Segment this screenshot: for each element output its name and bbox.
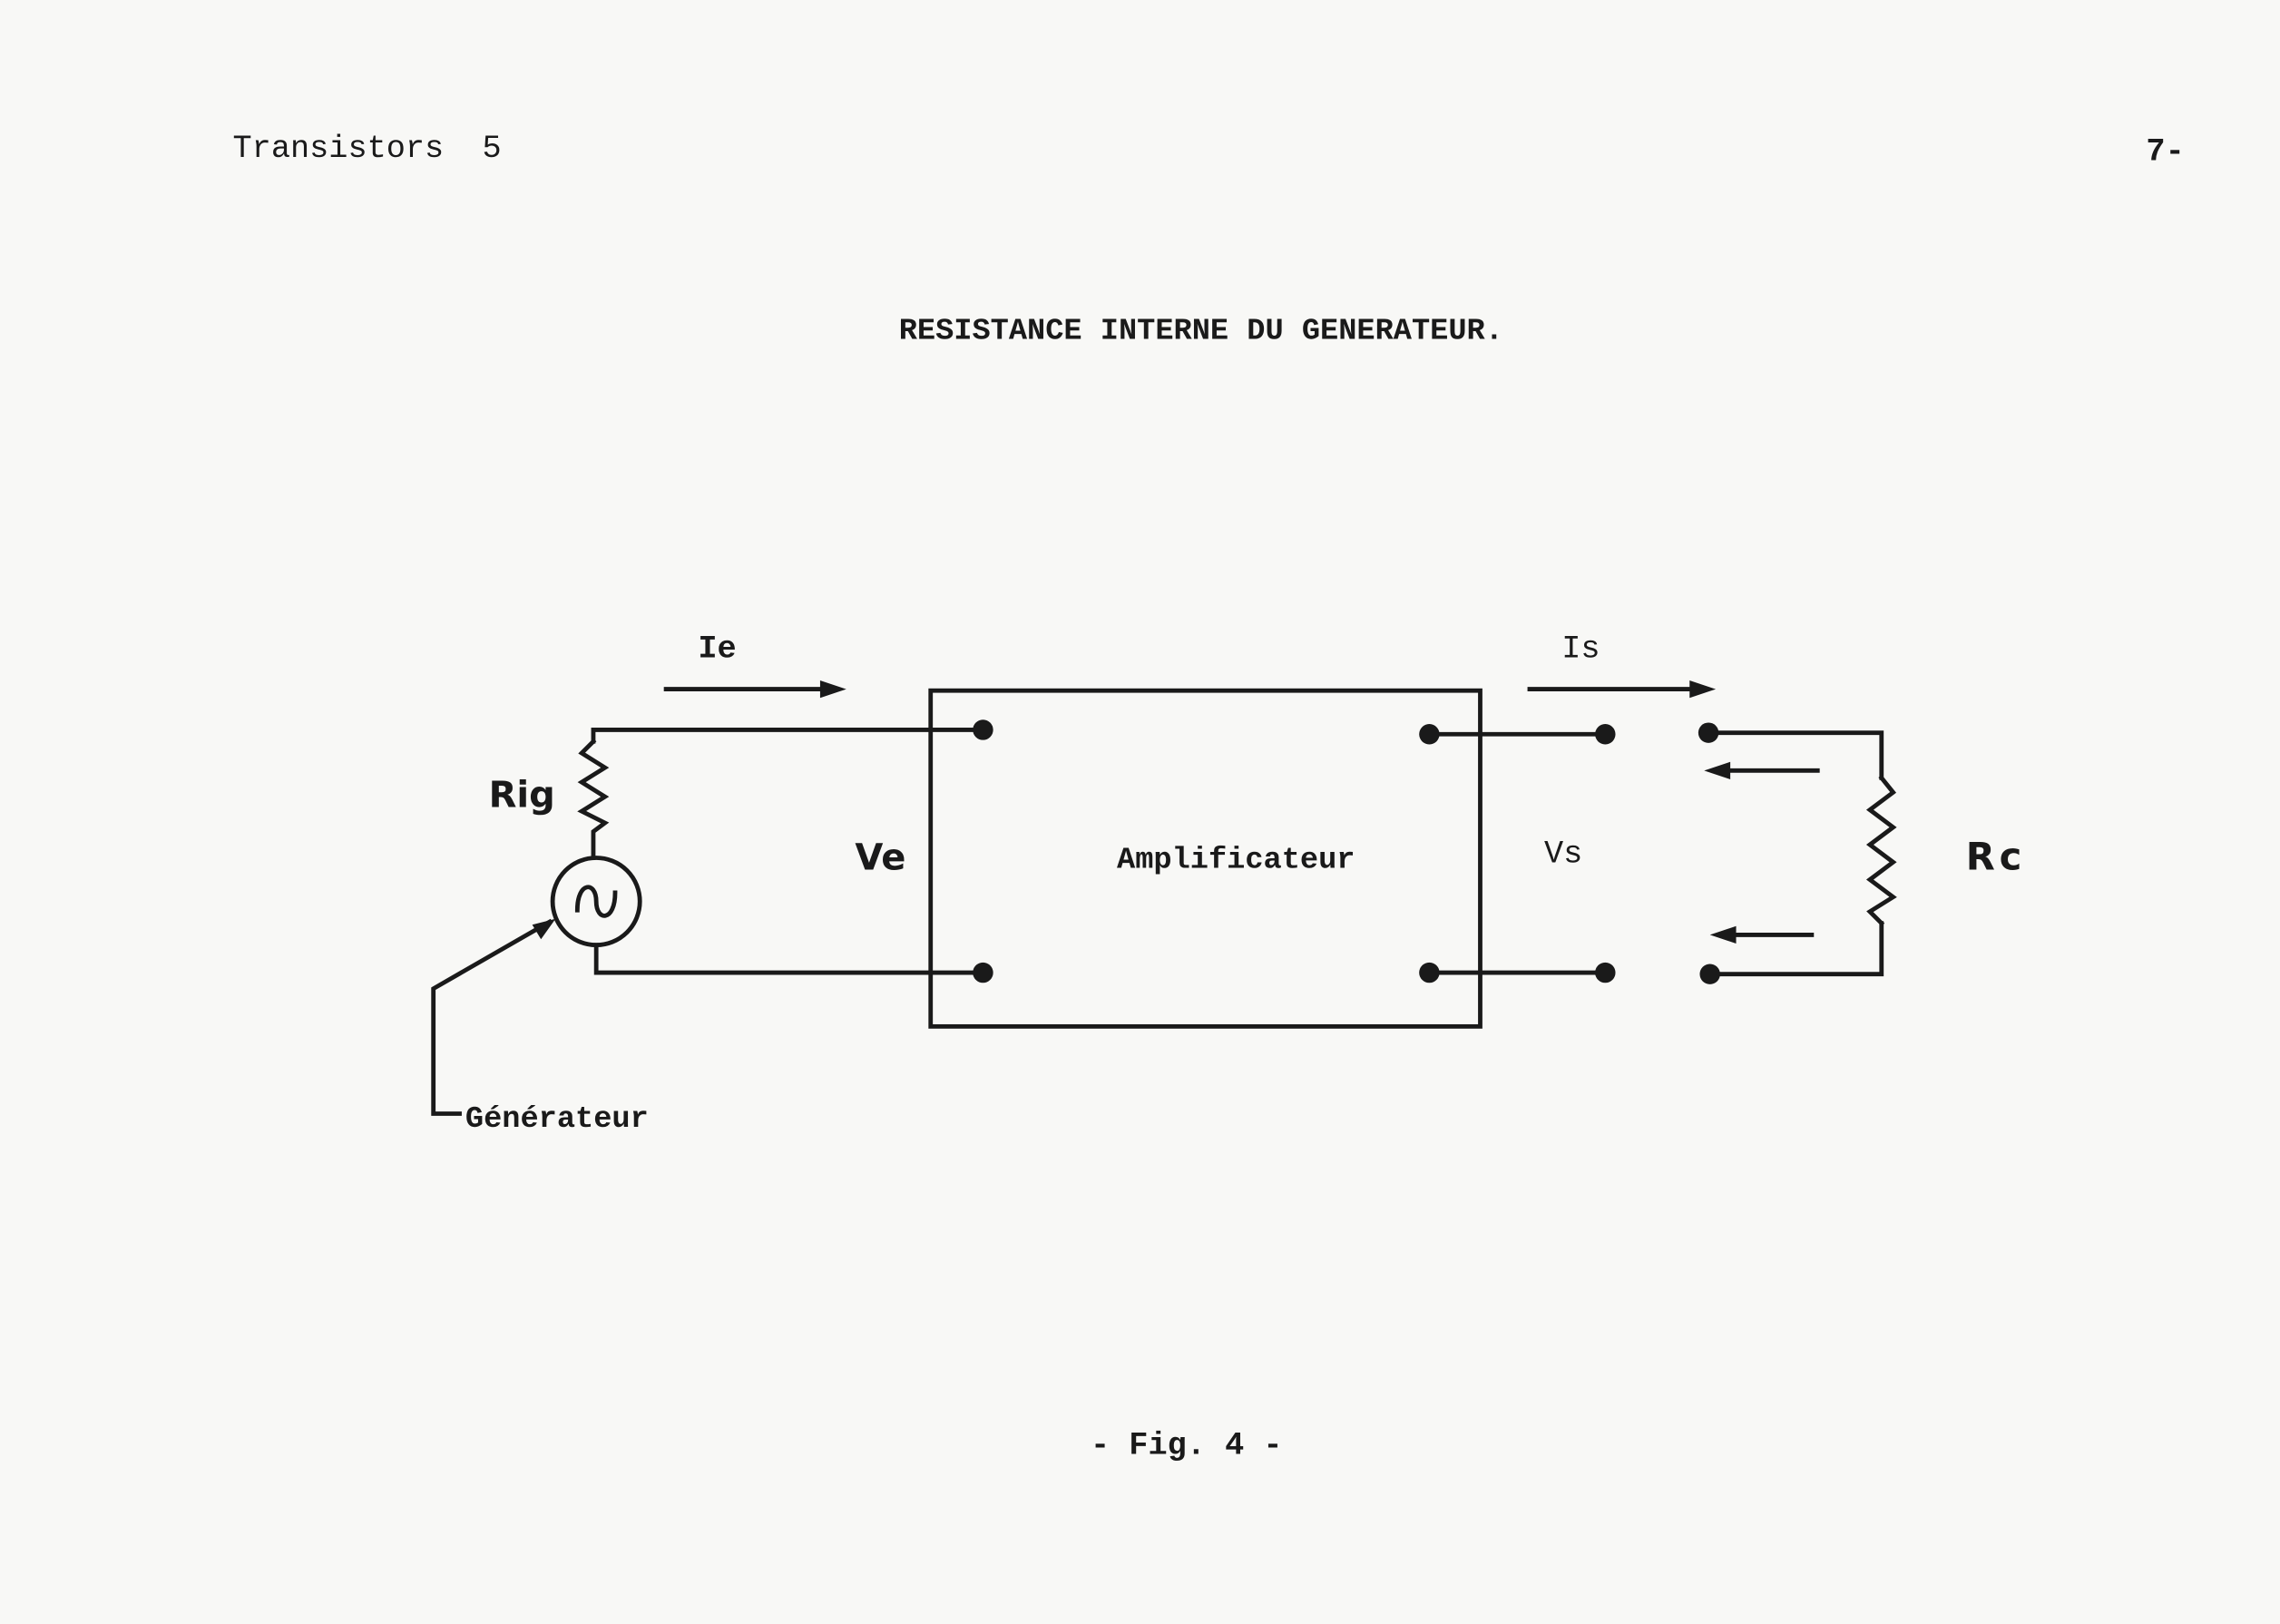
pointer-arrowhead-icon (532, 918, 556, 940)
load-terminal-top (1698, 722, 1719, 743)
ie-arrowhead-icon (819, 680, 846, 699)
load-terminal-bottom (1699, 964, 1720, 984)
input-terminal-top (973, 719, 993, 740)
input-terminal-bottom (973, 962, 993, 983)
output-terminal-inner-bottom (1419, 962, 1440, 983)
amplifier-label: Amplificateur (1117, 844, 1355, 878)
is-label: Is (1561, 631, 1600, 667)
load-bottom-wire (1708, 921, 1884, 977)
input-top-wire (591, 728, 985, 744)
resistor-rig (577, 738, 610, 860)
page-number: 7- (2146, 133, 2184, 170)
header-left: Transistors 5 (233, 131, 502, 167)
output-terminal-inner-top (1419, 724, 1440, 745)
generator-label: Générateur (465, 1102, 649, 1137)
ie-label: Ie (698, 631, 736, 667)
is-arrowhead-icon (1689, 680, 1717, 699)
rc-label: Rc (1966, 834, 2026, 878)
input-bottom-wire (593, 943, 985, 975)
page-title: RESISTANCE INTERNE DU GENERATEUR. (899, 314, 1503, 348)
return-arrowhead-top-icon (1704, 761, 1731, 779)
generator-pointer (431, 918, 553, 1116)
figure-caption: - Fig. 4 - (1091, 1428, 1283, 1464)
return-arrowhead-bottom-icon (1709, 925, 1737, 944)
vs-label: Vs (1544, 836, 1582, 872)
rig-label: Rig (489, 774, 555, 816)
ve-label: Ve (855, 836, 905, 878)
load-top-wire (1706, 730, 1884, 780)
resistor-rc (1865, 774, 1897, 926)
output-terminal-outer-top (1595, 724, 1616, 745)
sine-wave-icon (574, 885, 618, 918)
amplifier-box (928, 688, 1482, 1029)
output-terminal-outer-bottom (1595, 962, 1616, 983)
